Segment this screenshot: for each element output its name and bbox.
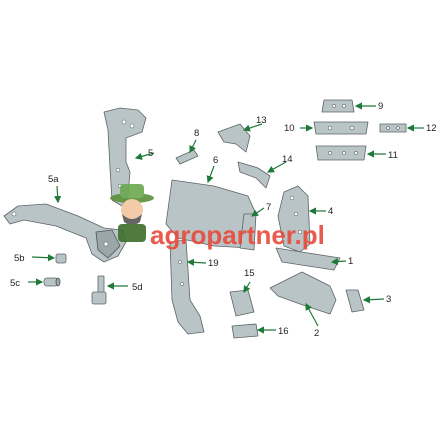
leader-lines [28,102,424,334]
callout-5a: 5a [48,174,59,185]
callout-5: 5 [148,148,153,159]
part-8-rod [175,149,199,165]
callout-19: 19 [208,258,219,269]
part-12-strip [379,123,407,133]
callout-8: 8 [194,128,199,139]
part-16-heel-plate [231,323,259,339]
callout-1: 1 [348,256,353,267]
part-5d-bolt [91,275,107,305]
part-3-share-tip [345,289,365,313]
callout-5b: 5b [14,253,25,264]
callout-15: 15 [244,268,255,279]
part-1-landside [275,247,341,271]
callout-4: 4 [328,206,333,217]
part-9-plate [321,99,355,113]
part-5a-frame-beam [3,203,127,263]
callout-13: 13 [256,115,267,126]
part-4-frog [277,185,311,253]
callout-16: 16 [278,326,289,337]
part-15-wing-plate [229,289,255,317]
watermark-logo: agropartner.pl [110,184,325,250]
part-14-bracket [237,161,271,189]
callout-labels: 5 5a 5b 5c 5d 8 6 7 13 14 9 10 12 11 4 1… [10,101,437,339]
part-10-plate [313,121,369,135]
farmer-mascot-icon [110,184,154,242]
part-5c-bushing [43,277,61,287]
callout-3: 3 [386,294,391,305]
callout-2: 2 [314,328,319,339]
part-13-curved-plate [217,123,251,153]
callout-7: 7 [266,202,271,213]
part-2-share [269,271,337,315]
callout-11: 11 [388,150,398,161]
callout-6: 6 [213,155,218,166]
part-11-strip-plate [315,145,367,161]
part-5b-pin [55,253,67,264]
callout-5d: 5d [132,282,143,293]
watermark-text: agropartner.pl [150,220,325,250]
callout-9: 9 [378,101,383,112]
callout-14: 14 [282,154,293,165]
callout-10: 10 [284,123,295,134]
part-19-leg [169,239,205,335]
callout-5c: 5c [10,278,20,289]
part-5-frame-stem [103,107,147,207]
callout-12: 12 [426,123,437,134]
